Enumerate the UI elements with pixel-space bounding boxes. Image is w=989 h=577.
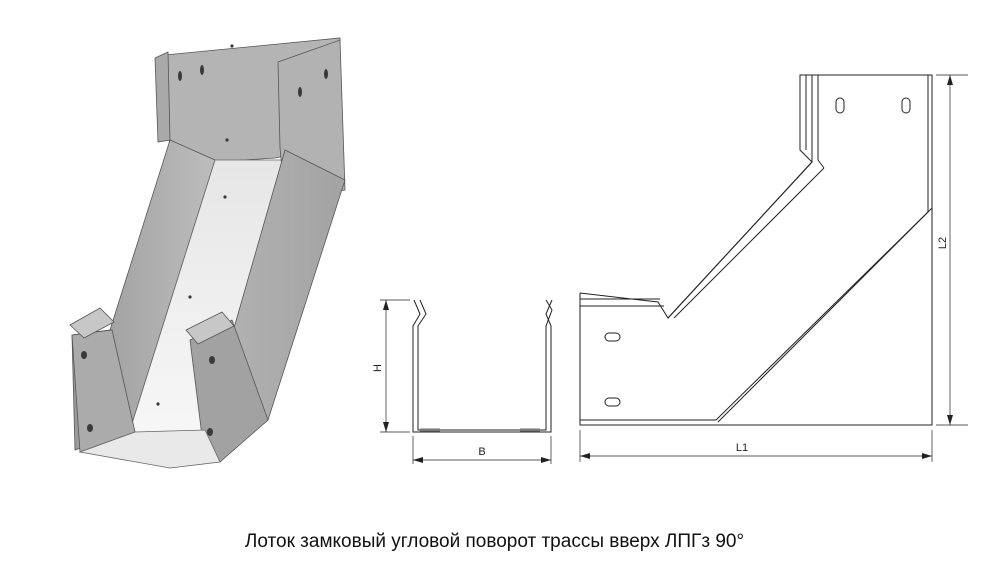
dimension-length1-label: L1 [736, 442, 748, 454]
dimension-height-label: H [372, 364, 384, 372]
side-profile-view [579, 74, 968, 462]
top-left-flange [154, 51, 171, 143]
dimension-width-label: B [478, 446, 485, 458]
left-bend-flange [69, 307, 115, 339]
isometric-view [69, 37, 346, 469]
bottom-lip [78, 429, 221, 469]
mounting-holes-3d [81, 44, 328, 436]
product-caption: Лоток замковый угловой поворот трассы вв… [244, 531, 745, 552]
right-bend-flange [185, 311, 235, 345]
dimension-length2-label: L2 [937, 237, 949, 249]
cross-section-view [380, 299, 553, 464]
